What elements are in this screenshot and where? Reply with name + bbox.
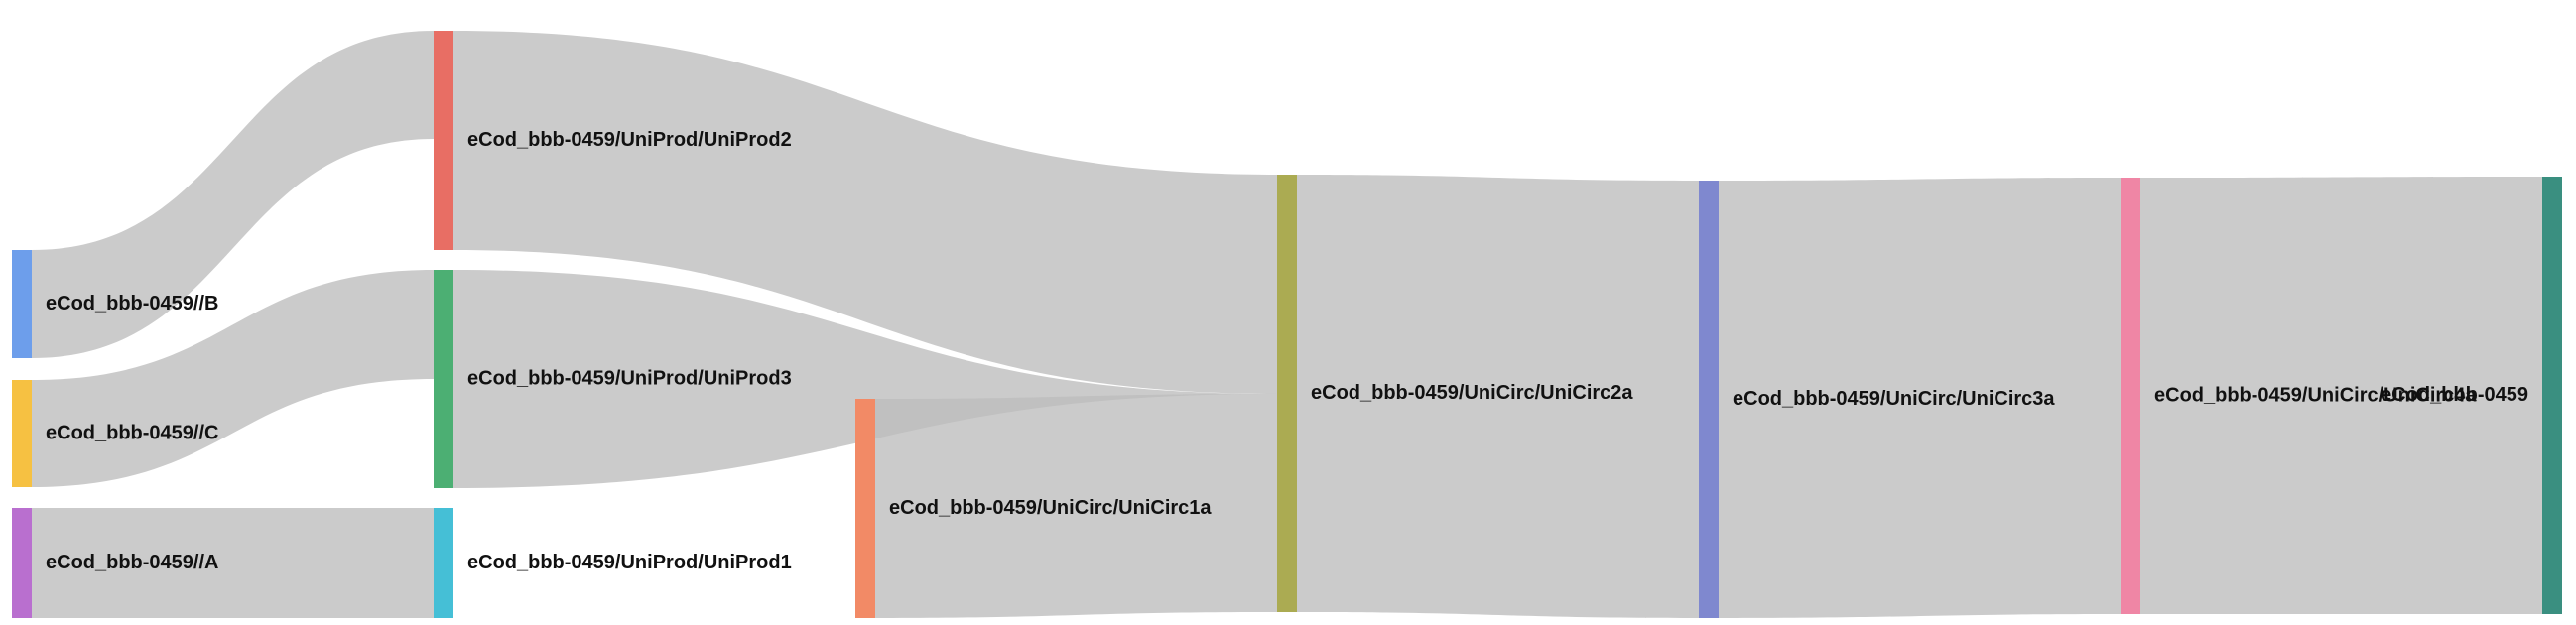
node-label-c4: eCod_bbb-0459/UniCirc/UniCirc4a xyxy=(2154,384,2477,406)
node-c1[interactable] xyxy=(855,399,875,618)
node-label-p2: eCod_bbb-0459/UniProd/UniProd2 xyxy=(467,129,792,151)
node-c3[interactable] xyxy=(1699,181,1719,618)
node-a[interactable] xyxy=(12,508,32,618)
node-c4[interactable] xyxy=(2121,178,2140,614)
node-label-c: eCod_bbb-0459//C xyxy=(46,422,218,443)
nodes-layer xyxy=(12,31,2562,618)
node-label-r: eCod_bbb-0459 xyxy=(2381,384,2528,406)
links-layer xyxy=(32,31,2542,618)
node-c2[interactable] xyxy=(1277,175,1297,612)
link-c-to-p3 xyxy=(32,270,434,487)
node-p2[interactable] xyxy=(434,31,453,250)
link-p3-to-c2 xyxy=(453,270,1277,488)
node-p1[interactable] xyxy=(434,508,453,618)
link-c3-to-c4 xyxy=(1719,178,2121,618)
node-label-p3: eCod_bbb-0459/UniProd/UniProd3 xyxy=(467,367,792,389)
link-c1-to-c2 xyxy=(875,394,1277,618)
link-p2-to-c2 xyxy=(453,31,1277,394)
node-c[interactable] xyxy=(12,380,32,487)
node-label-c3: eCod_bbb-0459/UniCirc/UniCirc3a xyxy=(1733,388,2055,410)
node-r[interactable] xyxy=(2542,177,2562,614)
link-c4-to-r xyxy=(2140,177,2542,614)
node-label-c2: eCod_bbb-0459/UniCirc/UniCirc2a xyxy=(1311,382,1633,404)
node-label-b: eCod_bbb-0459//B xyxy=(46,293,218,314)
node-b[interactable] xyxy=(12,250,32,358)
node-label-c1: eCod_bbb-0459/UniCirc/UniCirc1a xyxy=(889,497,1212,519)
node-label-a: eCod_bbb-0459//A xyxy=(46,552,218,573)
link-a-to-p1 xyxy=(32,508,434,618)
link-b-to-p2 xyxy=(32,31,434,358)
link-c2-to-c3 xyxy=(1297,175,1699,618)
node-p3[interactable] xyxy=(434,270,453,488)
node-label-p1: eCod_bbb-0459/UniProd/UniProd1 xyxy=(467,552,792,573)
labels-layer: eCod_bbb-0459//B eCod_bbb-0459//C eCod_bbb… xyxy=(46,129,2528,573)
